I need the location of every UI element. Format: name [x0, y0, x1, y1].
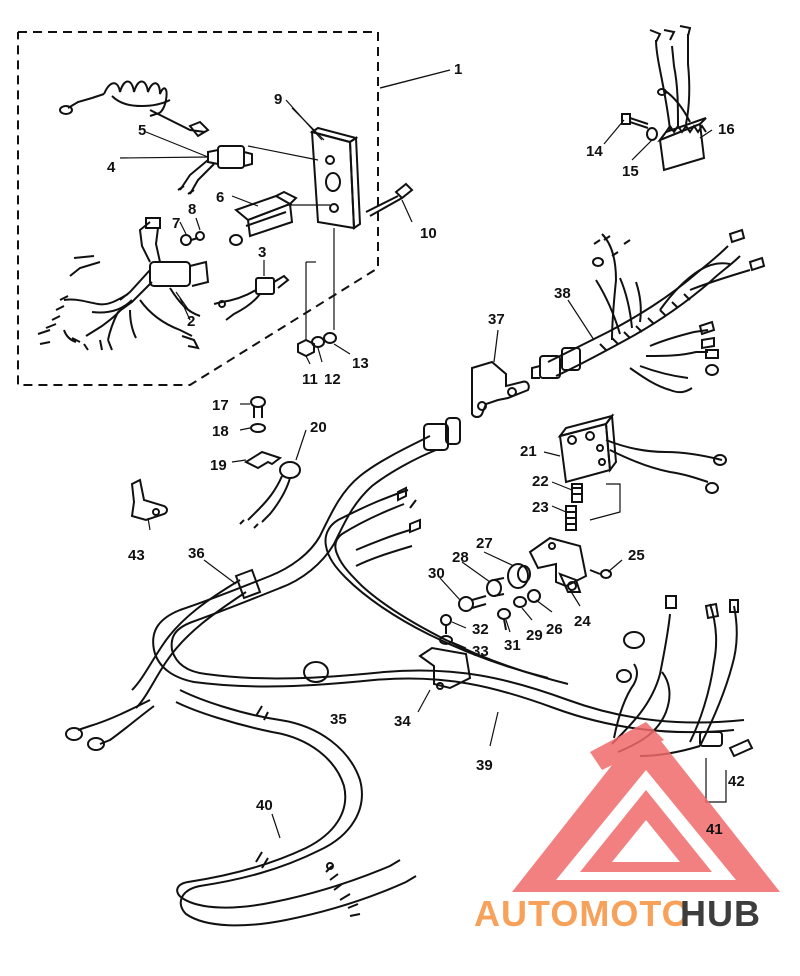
callout-24: 24 [574, 613, 591, 630]
mounting-plate [312, 128, 360, 228]
callout-37: 37 [488, 311, 505, 328]
solenoid-21 [560, 416, 726, 493]
lanyard-cord [60, 82, 208, 137]
callouts: 1 2 3 4 5 6 7 8 9 10 11 12 13 14 15 16 1… [107, 61, 745, 838]
washer-26 [528, 590, 540, 602]
watermark-logo [512, 722, 780, 892]
screw-14 [622, 114, 648, 128]
callout-10: 10 [420, 225, 437, 242]
washer-13 [324, 333, 336, 343]
callout-36: 36 [188, 545, 205, 562]
screw-17 [251, 397, 265, 418]
callout-3: 3 [258, 244, 266, 261]
callout-19: 19 [210, 457, 227, 474]
ring-terminals-left [66, 700, 154, 750]
callout-28: 28 [452, 549, 469, 566]
callout-41: 41 [706, 821, 723, 838]
bracket-37 [472, 362, 529, 417]
callout-27: 27 [476, 535, 493, 552]
callout-29: 29 [526, 627, 543, 644]
stop-switch [178, 146, 252, 194]
callout-15: 15 [622, 163, 639, 180]
clip-19 [246, 452, 280, 468]
callout-38: 38 [554, 285, 571, 302]
callout-30: 30 [428, 565, 445, 582]
callout-40: 40 [256, 797, 273, 814]
callout-7: 7 [172, 215, 180, 232]
callout-17: 17 [212, 397, 229, 414]
switch-bracket [236, 192, 296, 236]
bracket-24 [530, 538, 586, 592]
callout-16: 16 [718, 121, 735, 138]
callout-9: 9 [274, 91, 282, 108]
switch-3 [214, 276, 288, 320]
callout-12: 12 [324, 371, 341, 388]
spring-22 [572, 484, 582, 502]
callout-35: 35 [330, 711, 347, 728]
callout-13: 13 [352, 355, 369, 372]
bolt-30 [459, 596, 486, 611]
callout-6: 6 [216, 189, 224, 206]
callout-25: 25 [628, 547, 645, 564]
rectifier [650, 26, 706, 170]
screw-32 [441, 615, 451, 634]
callout-11: 11 [302, 371, 318, 388]
washer-15 [647, 128, 657, 140]
callout-21: 21 [520, 443, 537, 460]
harness-40 [176, 690, 416, 925]
callout-4: 4 [107, 159, 116, 176]
connector-42 [730, 740, 752, 756]
plunger-23 [566, 506, 576, 530]
key-switch-harness [38, 218, 208, 350]
main-harness-39 [132, 418, 744, 732]
switch-20 [240, 462, 300, 528]
watermark-text-primary: AUTOMOTO [474, 893, 691, 934]
bolt-10 [366, 184, 412, 216]
grommet-27 [508, 564, 530, 588]
screw-31 [498, 609, 510, 630]
callout-39: 39 [476, 757, 493, 774]
callout-8: 8 [188, 201, 196, 218]
washer-12 [312, 337, 324, 347]
washer-18 [251, 424, 265, 432]
sleeve-28 [487, 578, 504, 596]
callout-26: 26 [546, 621, 563, 638]
plug-35 [304, 662, 328, 682]
harness-38 [532, 230, 764, 392]
screw-25 [590, 570, 611, 578]
lead-wires-right [612, 596, 738, 756]
callout-31: 31 [504, 637, 521, 654]
nut-fitting [230, 235, 242, 245]
callout-42: 42 [728, 773, 745, 790]
callout-1: 1 [454, 61, 462, 78]
callout-2: 2 [187, 313, 195, 330]
callout-20: 20 [310, 419, 327, 436]
nut-29 [514, 597, 526, 607]
watermark-text-secondary: HUB [680, 893, 761, 934]
callout-43: 43 [128, 547, 145, 564]
bracket-43 [132, 480, 167, 520]
callout-23: 23 [532, 499, 549, 516]
kit-boundary [18, 32, 378, 385]
callout-33: 33 [472, 643, 489, 660]
callout-14: 14 [586, 143, 603, 160]
callout-18: 18 [212, 423, 229, 440]
callout-32: 32 [472, 621, 489, 638]
leader-lines [148, 108, 712, 838]
callout-22: 22 [532, 473, 549, 490]
callout-5: 5 [138, 122, 146, 139]
washer-8 [196, 232, 204, 240]
callout-34: 34 [394, 713, 411, 730]
